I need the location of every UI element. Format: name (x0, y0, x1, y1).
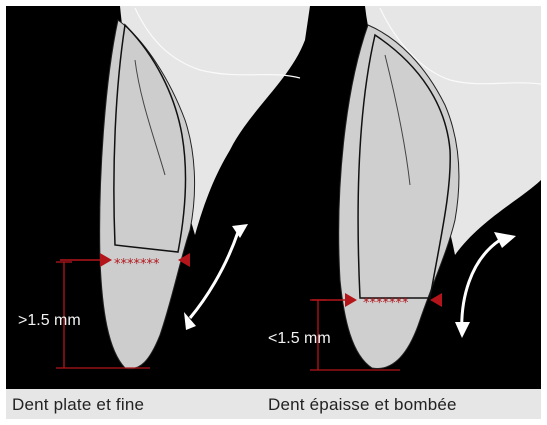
stars-left: ******* (114, 257, 160, 272)
measurement-left: >1.5 mm (18, 312, 81, 330)
stars-right: ******* (363, 296, 409, 311)
measurement-right: <1.5 mm (268, 330, 331, 348)
caption-left: Dent plate et fine (12, 395, 144, 415)
caption-right: Dent épaisse et bombée (268, 395, 457, 415)
